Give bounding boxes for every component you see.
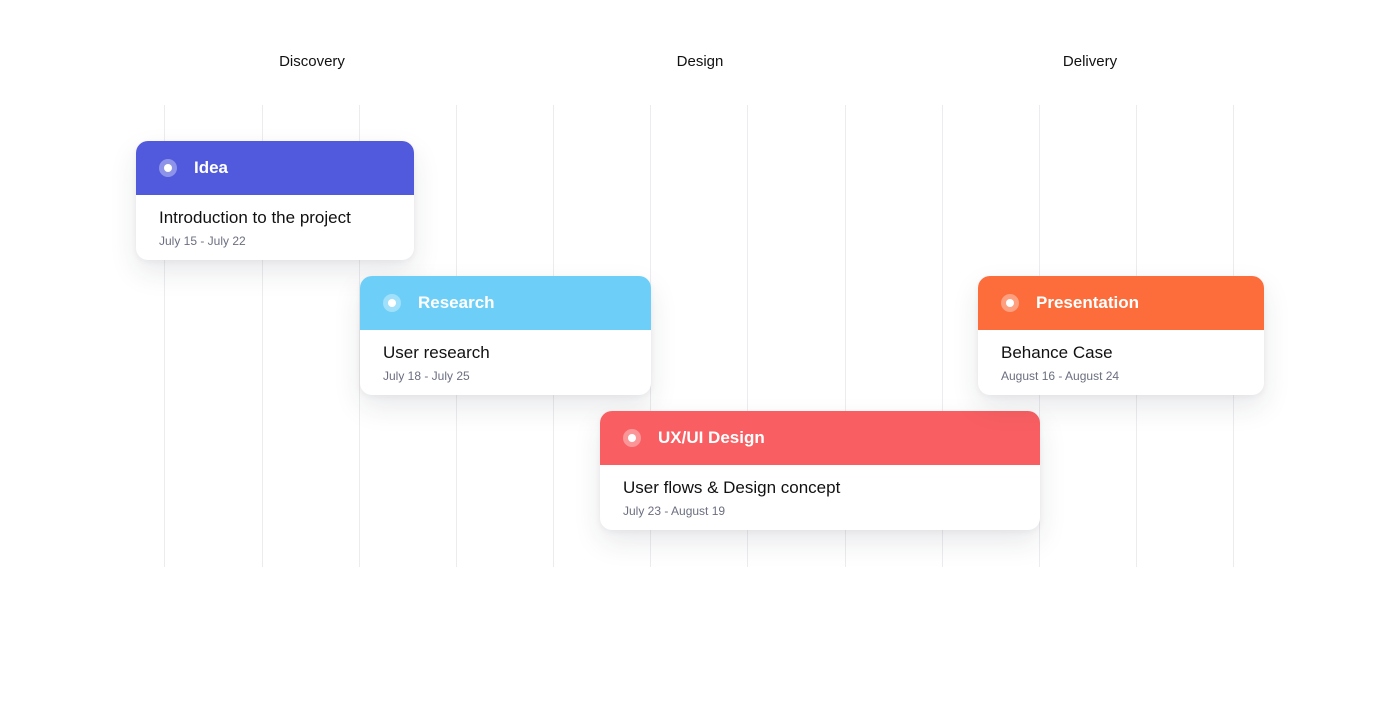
timeline-card-research[interactable]: Research User research July 18 - July 25 xyxy=(360,276,651,395)
card-header: Idea xyxy=(136,141,414,195)
card-body: Introduction to the project July 15 - Ju… xyxy=(136,195,414,248)
radio-dot-icon xyxy=(623,429,641,447)
card-body: User research July 18 - July 25 xyxy=(360,330,651,383)
radio-dot-icon xyxy=(383,294,401,312)
card-task: User flows & Design concept xyxy=(623,478,841,497)
grid-line xyxy=(359,105,360,567)
card-dates: August 16 - August 24 xyxy=(1001,369,1120,383)
timeline-card-idea[interactable]: Idea Introduction to the project July 15… xyxy=(136,141,414,260)
card-header: Presentation xyxy=(978,276,1264,330)
grid-line xyxy=(747,105,748,567)
grid-line xyxy=(262,105,263,567)
card-header: UX/UI Design xyxy=(600,411,1040,465)
card-body: Behance Case August 16 - August 24 xyxy=(978,330,1264,383)
card-title: UX/UI Design xyxy=(658,428,765,447)
timeline-card-ux-ui-design[interactable]: UX/UI Design User flows & Design concept… xyxy=(600,411,1040,530)
card-title: Research xyxy=(418,293,495,312)
grid-line xyxy=(845,105,846,567)
card-task: User research xyxy=(383,343,490,362)
card-dates: July 23 - August 19 xyxy=(623,504,726,518)
phase-label-discovery: Discovery xyxy=(279,53,345,70)
radio-dot-icon xyxy=(159,159,177,177)
radio-dot-icon xyxy=(1001,294,1019,312)
card-body: User flows & Design concept July 23 - Au… xyxy=(600,465,1040,518)
card-title: Idea xyxy=(194,158,229,177)
card-dates: July 15 - July 22 xyxy=(159,234,246,248)
card-task: Behance Case xyxy=(1001,343,1113,362)
timeline-card-presentation[interactable]: Presentation Behance Case August 16 - Au… xyxy=(978,276,1264,395)
card-title: Presentation xyxy=(1036,293,1139,312)
card-header: Research xyxy=(360,276,651,330)
grid-line xyxy=(942,105,943,567)
grid-line xyxy=(164,105,165,567)
card-dates: July 18 - July 25 xyxy=(383,369,470,383)
card-task: Introduction to the project xyxy=(159,208,351,227)
phase-label-design: Design xyxy=(676,53,724,70)
phase-label-delivery: Delivery xyxy=(1062,53,1118,70)
